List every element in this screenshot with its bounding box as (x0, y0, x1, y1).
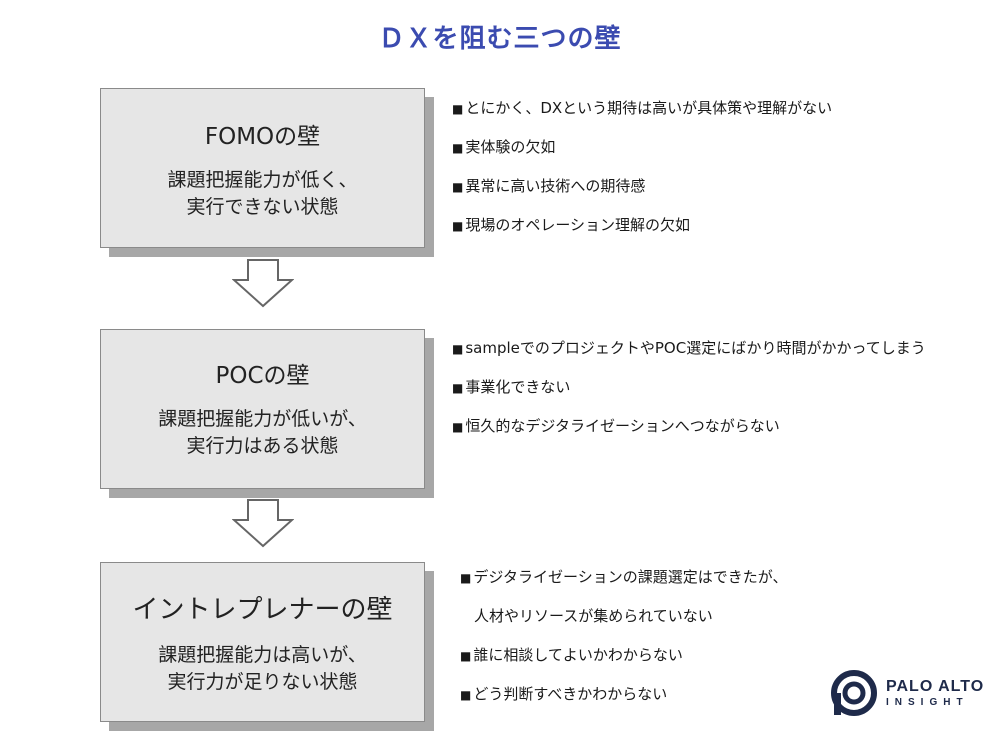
bullet-list-poc: ■sampleでのプロジェクトやPOC選定にばかり時間がかかってしまう ■事業化… (452, 338, 926, 455)
list-item: ■異常に高い技術への期待感 (452, 176, 832, 215)
list-item-text: デジタライゼーションの課題選定はできたが、 (473, 568, 788, 586)
list-item-text: 恒久的なデジタライゼーションへつながらない (465, 417, 780, 435)
list-item-text: 誰に相談してよいかわからない (473, 646, 683, 664)
bullet-square-icon: ■ (460, 688, 472, 702)
list-item: ■現場のオペレーション理解の欠如 (452, 215, 832, 254)
list-item-text: sampleでのプロジェクトやPOC選定にばかり時間がかかってしまう (465, 339, 926, 357)
logo-line-2: INSIGHT (886, 697, 969, 708)
bullet-square-icon: ■ (452, 141, 464, 155)
list-item: ■恒久的なデジタライゼーションへつながらない (452, 416, 926, 455)
list-item-text: どう判断すべきかわからない (473, 685, 668, 703)
list-item-text: 現場のオペレーション理解の欠如 (465, 216, 691, 234)
page-title: ＤＸを阻む三つの壁 (378, 24, 622, 54)
list-item: ■実体験の欠如 (452, 137, 832, 176)
wall-description-line: 課題把握能力が低く、 (167, 169, 358, 191)
logo-wordmark: PALO ALTO INSIGHT (886, 678, 984, 710)
list-item: ■sampleでのプロジェクトやPOC選定にばかり時間がかかってしまう (452, 338, 926, 377)
bullet-square-icon: ■ (452, 219, 464, 233)
wall-box-intrapreneur: イントレプレナーの壁 課題把握能力は高いが、 実行力が足りない状態 (100, 562, 425, 722)
wall-description-line: 実行力はある状態 (186, 435, 339, 457)
bullet-square-icon: ■ (452, 180, 464, 194)
list-item: 人材やリソースが集められていない (460, 606, 787, 645)
list-item-text: 人材やリソースが集められていない (474, 607, 713, 625)
wall-description-line: 実行力が足りない状態 (167, 671, 358, 693)
wall-description: 課題把握能力は高いが、 実行力が足りない状態 (101, 642, 424, 696)
wall-title: POCの壁 (215, 363, 310, 389)
list-item: ■デジタライゼーションの課題選定はできたが、 (460, 567, 787, 606)
wall-box-fomo: FOMOの壁 課題把握能力が低く、 実行できない状態 (100, 88, 425, 248)
logo-line-1: PALO ALTO (886, 678, 985, 695)
bullet-square-icon: ■ (452, 342, 464, 356)
bullet-square-icon: ■ (460, 649, 472, 663)
wall-description-line: 課題把握能力が低いが、 (158, 408, 367, 430)
bullet-square-icon: ■ (452, 102, 464, 116)
wall-box-poc: POCの壁 課題把握能力が低いが、 実行力はある状態 (100, 329, 425, 489)
wall-title: FOMOの壁 (204, 124, 321, 150)
wall-description: 課題把握能力が低く、 実行できない状態 (101, 167, 424, 221)
list-item: ■誰に相談してよいかわからない (460, 645, 787, 684)
list-item: ■とにかく、DXという期待は高いが具体策や理解がない (452, 98, 832, 137)
bullet-list-fomo: ■とにかく、DXという期待は高いが具体策や理解がない ■実体験の欠如 ■異常に高… (452, 98, 832, 254)
list-item-text: 実体験の欠如 (465, 138, 556, 156)
list-item: ■事業化できない (452, 377, 926, 416)
list-item-text: 異常に高い技術への期待感 (465, 177, 646, 195)
down-arrow-icon (232, 259, 294, 308)
bullet-square-icon: ■ (460, 571, 472, 585)
wall-title: イントレプレナーの壁 (132, 595, 393, 625)
wall-description: 課題把握能力が低いが、 実行力はある状態 (101, 406, 424, 460)
list-item-text: とにかく、DXという期待は高いが具体策や理解がない (465, 99, 833, 117)
wall-description-line: 課題把握能力は高いが、 (158, 644, 367, 666)
down-arrow-icon (232, 499, 294, 548)
bullet-square-icon: ■ (452, 420, 464, 434)
list-item-text: 事業化できない (465, 378, 571, 396)
wall-description-line: 実行できない状態 (186, 196, 339, 218)
bullet-square-icon: ■ (452, 381, 464, 395)
palo-alto-logo-icon (831, 670, 877, 716)
bullet-list-intrapreneur: ■デジタライゼーションの課題選定はできたが、 人材やリソースが集められていない … (460, 567, 787, 723)
list-item: ■どう判断すべきかわからない (460, 684, 787, 723)
